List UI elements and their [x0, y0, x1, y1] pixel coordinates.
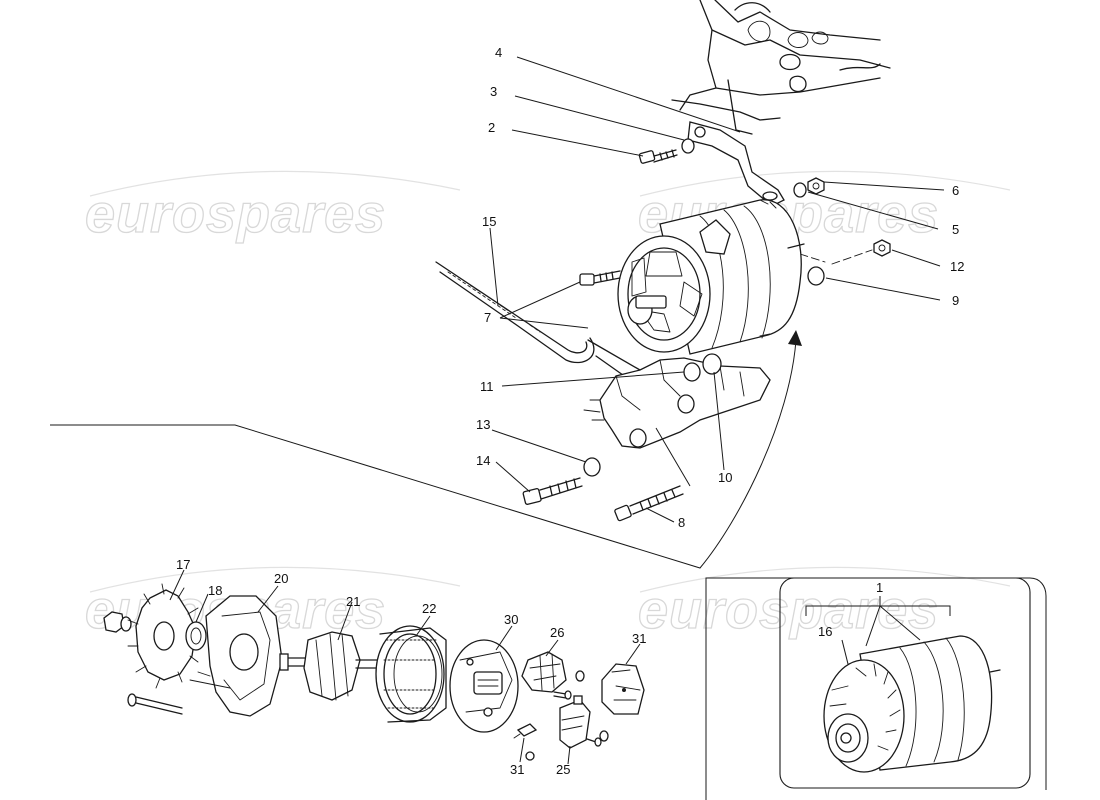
label-16-inset: 16 — [818, 624, 832, 639]
label-31-upper: 31 — [632, 631, 646, 646]
brush-holder-part-31-lower — [513, 723, 538, 761]
label-13: 13 — [476, 417, 490, 432]
washer-part-13 — [583, 457, 601, 477]
label-21: 21 — [346, 594, 360, 609]
watermark-group: eurospares eurospares eurospares eurospa… — [84, 170, 1011, 641]
drive-belt-part-15 — [435, 261, 641, 381]
inset-assembled-view — [705, 577, 1047, 800]
bolt-part-lower-long — [127, 693, 183, 715]
washer-part-5 — [793, 182, 807, 198]
label-3: 3 — [490, 84, 497, 99]
engine-block-fragment — [671, 0, 891, 135]
stator-part-22 — [375, 625, 447, 723]
spacer-part-18 — [185, 621, 207, 651]
rotor-part-21 — [279, 631, 379, 701]
end-frame-part-20 — [189, 595, 283, 717]
label-6: 6 — [952, 183, 959, 198]
nut-part-12 — [873, 239, 891, 257]
alternator-assembly — [617, 199, 805, 355]
regulator-part-25 — [559, 695, 591, 749]
label-9: 9 — [952, 293, 959, 308]
label-26: 26 — [550, 625, 564, 640]
label-12: 12 — [950, 259, 964, 274]
label-7: 7 — [484, 310, 491, 325]
label-5: 5 — [952, 222, 959, 237]
arrow-head — [788, 330, 802, 346]
label-20: 20 — [274, 571, 288, 586]
label-22: 22 — [422, 601, 436, 616]
label-8: 8 — [678, 515, 685, 530]
label-1-inset: 1 — [876, 580, 883, 595]
watermark-bottom-right: eurospares — [638, 580, 939, 640]
end-frame-part-30 — [449, 639, 519, 733]
label-18: 18 — [208, 583, 222, 598]
nut-part-6 — [807, 177, 825, 195]
part-labels: 4 3 2 6 5 12 9 15 7 11 10 13 14 8 17 18 … — [176, 45, 964, 777]
label-10: 10 — [718, 470, 732, 485]
bolt-part-7 — [579, 270, 621, 286]
bolt-part-14 — [522, 477, 583, 505]
stud-centerline — [799, 249, 873, 265]
label-15: 15 — [482, 214, 496, 229]
washer-part-3 — [681, 138, 695, 154]
washer-part-9 — [807, 266, 825, 286]
label-30: 30 — [504, 612, 518, 627]
label-2: 2 — [488, 120, 495, 135]
label-14: 14 — [476, 453, 490, 468]
bolt-part-8 — [614, 485, 684, 522]
watermark-top-left: eurospares — [85, 184, 386, 244]
lower-mounting-bracket — [583, 357, 771, 449]
bolt-part-2 — [638, 149, 678, 164]
label-11: 11 — [480, 379, 494, 394]
label-25: 25 — [556, 762, 570, 777]
label-17: 17 — [176, 557, 190, 572]
label-31-lower: 31 — [510, 762, 524, 777]
spacer-part-10 — [702, 353, 722, 375]
leader-lines — [169, 56, 945, 765]
fan-part-17 — [127, 583, 205, 689]
section-divider-line — [50, 339, 797, 569]
cover-part-31-upper — [601, 663, 645, 715]
rectifier-part-26 — [521, 651, 585, 693]
label-4: 4 — [495, 45, 502, 60]
spacer-part-11 — [683, 362, 701, 382]
